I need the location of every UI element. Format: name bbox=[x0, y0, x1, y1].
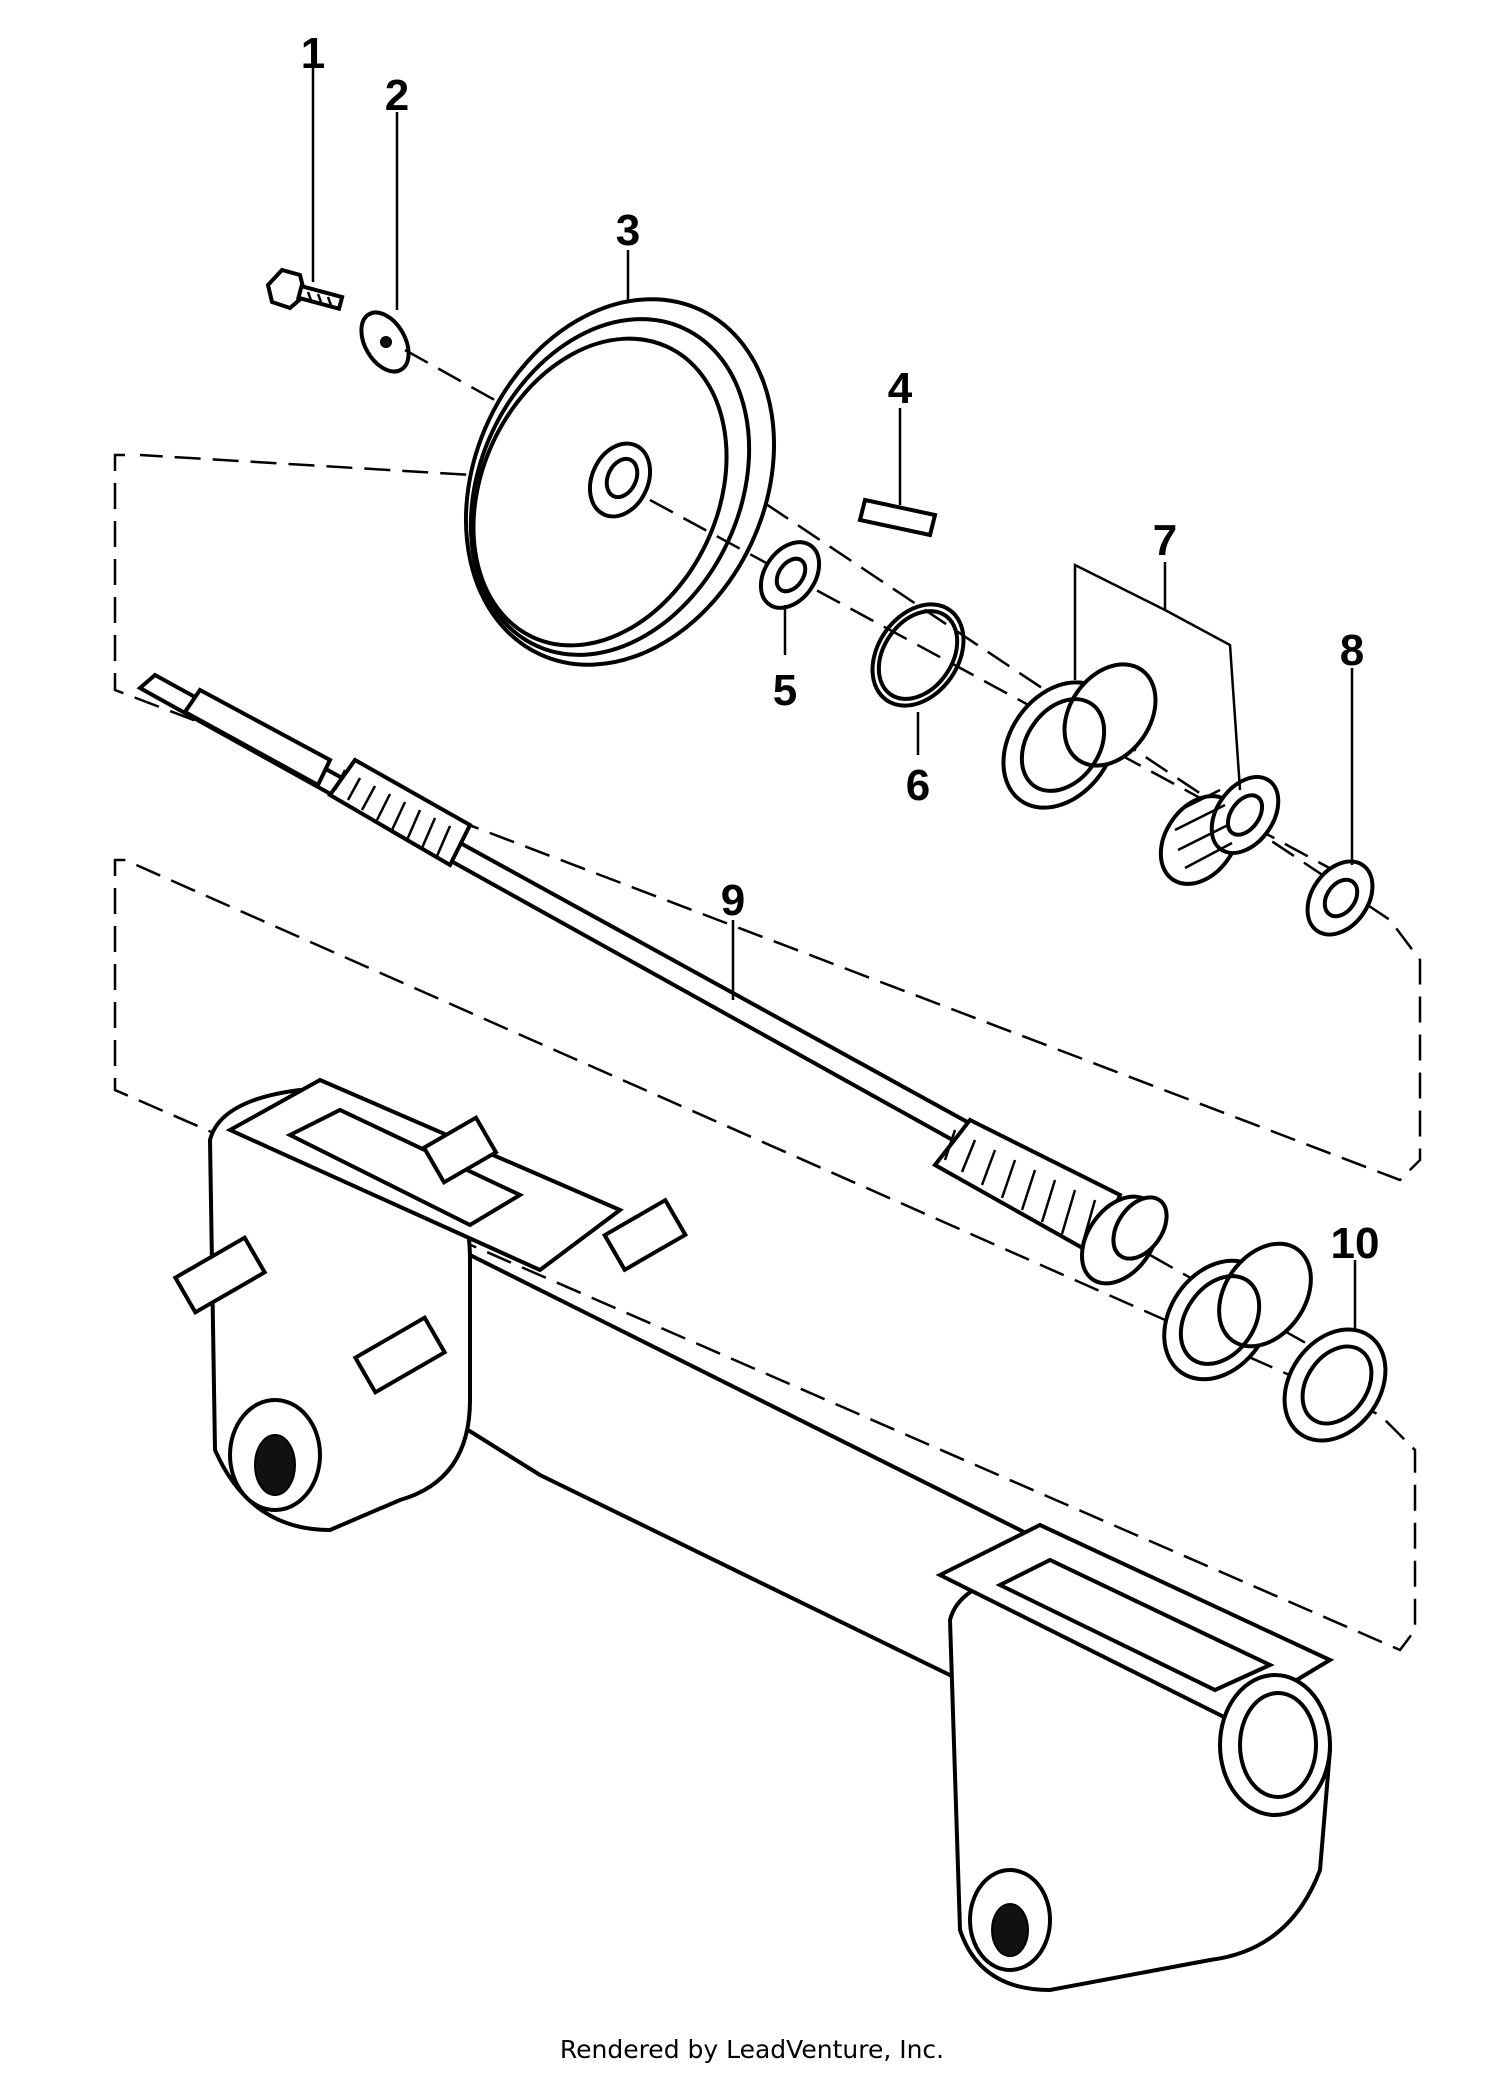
callout-3: 3 bbox=[616, 206, 640, 255]
callout-1: 1 bbox=[301, 29, 325, 78]
part-8-washer bbox=[1305, 859, 1375, 937]
callout-2: 2 bbox=[385, 71, 409, 120]
part-2-washer bbox=[359, 310, 411, 374]
part-10-washer bbox=[1282, 1327, 1388, 1443]
callout-6: 6 bbox=[906, 761, 930, 810]
part-7-bearing-cone bbox=[1158, 775, 1281, 886]
axle-housing bbox=[172, 1077, 1335, 1993]
callout-7: 7 bbox=[1153, 516, 1177, 565]
part-7-bearing-cup bbox=[1001, 662, 1158, 810]
part-5-washer bbox=[758, 540, 822, 610]
callout-4: 4 bbox=[888, 364, 913, 413]
part-6-snap-ring bbox=[870, 602, 966, 708]
footer-credit: Rendered by LeadVenture, Inc. bbox=[560, 2035, 944, 2064]
callout-10: 10 bbox=[1331, 1219, 1380, 1268]
part-3-pulley bbox=[463, 297, 777, 667]
part-4-key bbox=[857, 497, 938, 538]
end-bearing-cup bbox=[1162, 1241, 1313, 1382]
callout-9: 9 bbox=[721, 876, 745, 925]
lower-group-boundary bbox=[113, 858, 1417, 1652]
part-9-worm-shaft bbox=[136, 672, 1169, 1286]
callout-5: 5 bbox=[773, 666, 797, 715]
upper-group-boundary bbox=[113, 453, 1422, 1182]
callout-8: 8 bbox=[1340, 626, 1364, 675]
part-1-bolt bbox=[265, 267, 345, 312]
